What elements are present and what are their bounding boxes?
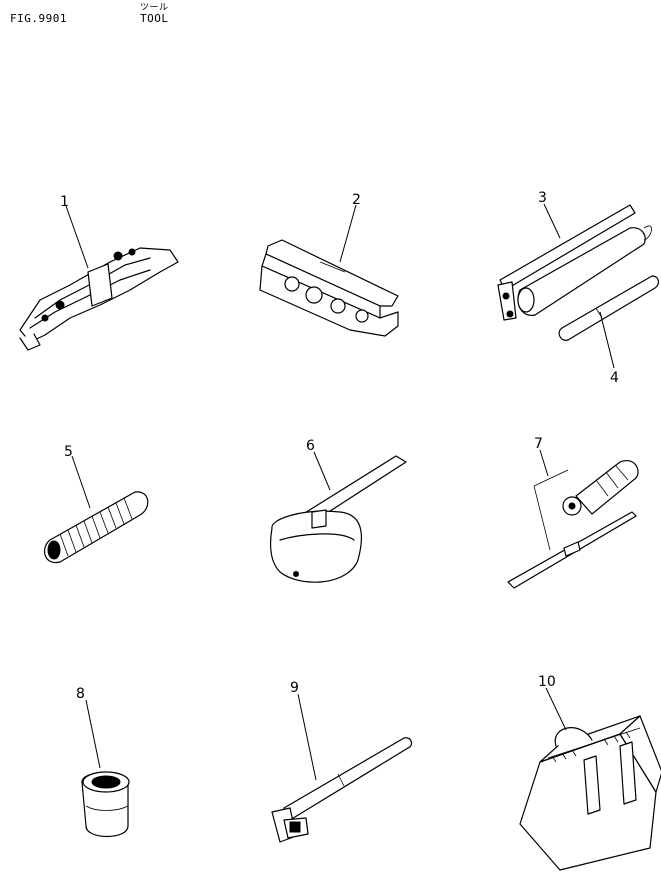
callout-2: 2 [352,192,361,208]
title-japanese: ツール [140,3,169,13]
leader-7-bracket-side [533,485,551,551]
callout-6: 6 [306,438,315,454]
leader-7-bracket [533,469,569,487]
callout-9: 9 [290,680,299,696]
callout-4: 4 [610,370,619,386]
leader-2 [339,204,357,263]
leader-8 [85,699,101,769]
tool-1-wrench-set [19,247,179,351]
figure-number: FIG.9901 [10,12,67,25]
leader-10 [545,687,567,731]
leader-3 [543,203,561,239]
leader-9 [297,693,317,781]
callout-3: 3 [538,190,547,206]
tool-9-l-wrench [271,737,413,843]
title-english: TOOL [140,12,169,25]
tool-8-socket [81,771,130,837]
leader-6 [313,451,331,491]
callout-8: 8 [76,686,85,702]
tool-10-tool-bag [519,715,661,871]
leader-4 [599,311,615,369]
callout-5: 5 [64,444,73,460]
tool-7-screwdriver [507,460,639,589]
tool-2-socket-box [259,239,399,337]
callout-7: 7 [534,436,543,452]
leader-1 [65,205,89,269]
leader-7 [539,449,549,477]
callout-1: 1 [60,194,69,210]
tool-5-coil [43,491,149,564]
callout-10: 10 [538,674,556,690]
tool-6-filter-wrench [269,455,407,583]
leader-5 [71,455,91,509]
tool-3-grease-gun [497,204,652,321]
